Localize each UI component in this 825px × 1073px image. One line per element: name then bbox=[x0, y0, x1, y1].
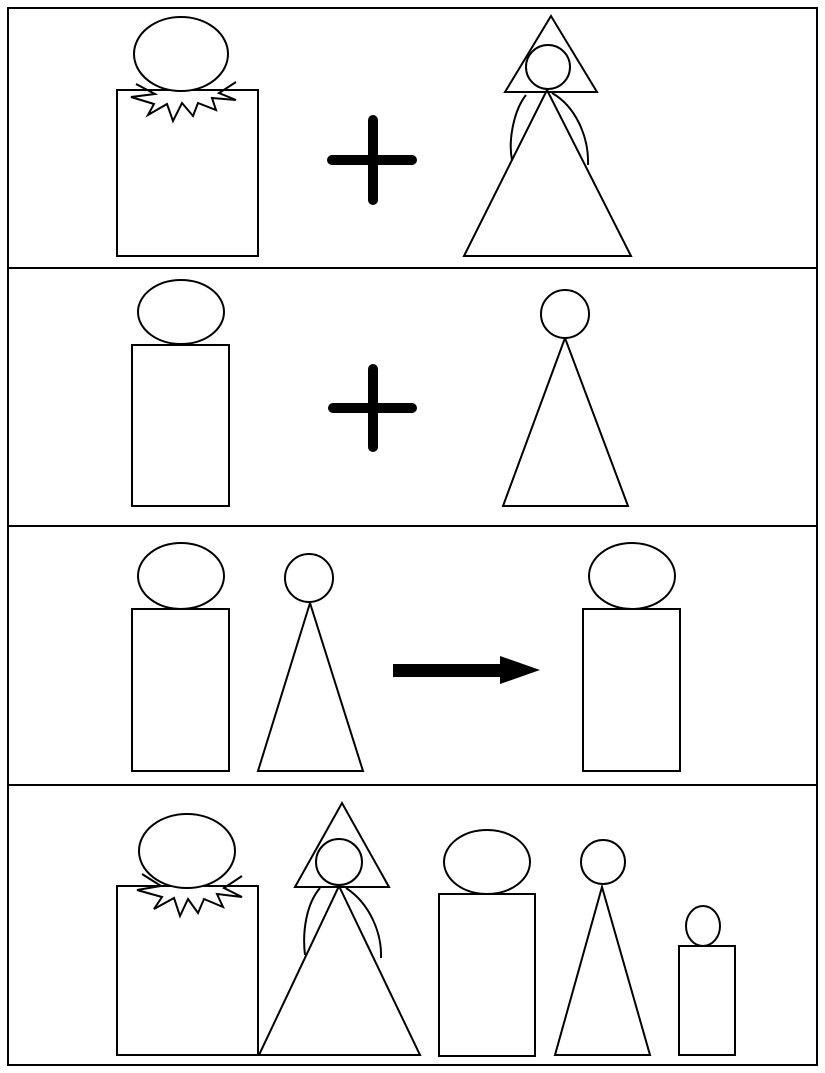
plus-sign-icon bbox=[327, 115, 417, 205]
crowned-man-head bbox=[138, 813, 236, 889]
panel-2 bbox=[131, 279, 630, 507]
panel-frame-group bbox=[7, 7, 818, 1066]
man-body bbox=[582, 608, 681, 772]
arrow-head bbox=[500, 656, 540, 684]
crown-icon bbox=[136, 873, 243, 919]
right-arrow-icon bbox=[393, 656, 540, 684]
woman-figure bbox=[501, 289, 630, 507]
hat-woman-body bbox=[462, 87, 633, 257]
hat-woman-right-hair bbox=[345, 887, 383, 959]
woman-head bbox=[540, 289, 590, 339]
man-body bbox=[438, 893, 536, 1057]
child-body bbox=[678, 945, 736, 1056]
hat-woman-head bbox=[315, 838, 363, 886]
woman-figure bbox=[553, 839, 652, 1056]
man-body bbox=[131, 608, 230, 772]
child-head bbox=[685, 905, 721, 947]
hat-woman-right-hair bbox=[551, 92, 590, 166]
crowned-man-body bbox=[116, 89, 259, 257]
pointed-hat-icon bbox=[293, 800, 391, 888]
man-head bbox=[588, 542, 676, 610]
panel-3 bbox=[131, 542, 681, 772]
man-figure bbox=[131, 542, 230, 772]
hat-woman-left-hair bbox=[303, 887, 321, 956]
panel-frame-4 bbox=[7, 784, 818, 1066]
hat-woman-figure bbox=[257, 800, 422, 1056]
man-body bbox=[131, 344, 230, 507]
crowned-man-body bbox=[116, 885, 259, 1056]
woman-head bbox=[580, 839, 626, 885]
man-head bbox=[137, 542, 225, 610]
crowned-man-figure bbox=[116, 813, 259, 1056]
man-figure bbox=[438, 829, 536, 1057]
man-head bbox=[137, 279, 225, 345]
woman-head bbox=[284, 553, 334, 603]
crown-icon bbox=[130, 81, 237, 124]
crowned-man-figure bbox=[116, 16, 259, 257]
panel-1 bbox=[116, 14, 633, 257]
man-head bbox=[443, 829, 531, 895]
man-figure bbox=[131, 279, 230, 507]
hat-woman-left-hair bbox=[509, 94, 527, 161]
hat-woman-head bbox=[525, 44, 571, 90]
panel-4 bbox=[116, 800, 736, 1057]
woman-body bbox=[501, 335, 630, 507]
arrow-shaft bbox=[393, 664, 505, 677]
woman-body bbox=[256, 599, 365, 772]
pointed-hat-icon bbox=[503, 14, 599, 93]
result-man-figure bbox=[582, 542, 681, 772]
crowned-man-head bbox=[133, 16, 229, 92]
child-figure bbox=[678, 905, 736, 1056]
hat-woman-figure bbox=[462, 14, 633, 257]
woman-figure bbox=[256, 553, 365, 772]
plus-sign-icon bbox=[328, 364, 417, 452]
woman-body bbox=[553, 883, 652, 1056]
hat-woman-body bbox=[257, 883, 422, 1056]
panel-frame-2 bbox=[7, 267, 818, 527]
panel-frame-3 bbox=[7, 525, 818, 786]
